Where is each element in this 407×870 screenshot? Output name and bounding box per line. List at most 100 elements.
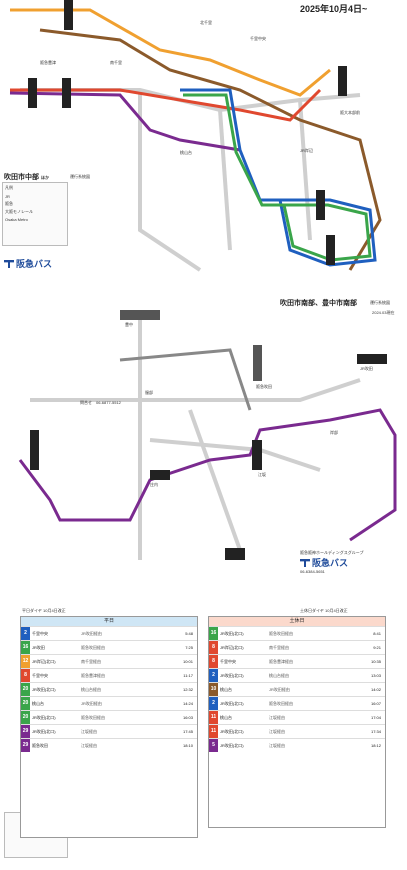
station-box [28,78,37,108]
route-note: 江坂経由 [81,743,97,748]
route-note: JR吹田経由 [81,631,102,636]
departure-time: 16:07 [370,701,381,706]
hankyu-logo-icon [300,559,310,567]
station-box [64,0,73,30]
station-box [225,548,245,560]
route-code-badge: 20 [21,683,30,696]
route-note: 阪急吹田経由 [269,631,293,636]
timetable-title: 土休日 [209,617,385,626]
station-label: 阪急吹田 [256,384,272,389]
station-box [326,235,335,265]
station-box [338,66,347,96]
departure-time: 12:32 [182,687,193,692]
route-code-badge: 11 [209,725,218,738]
hankyu-logo-icon [4,260,14,268]
station-box [252,440,262,470]
destination-label: JR吹田(北口) [220,729,244,734]
route-code-badge: 8 [209,641,218,654]
route-note: 桃山台経由 [81,687,101,692]
departure-time: 5:48 [185,631,193,636]
route-note: 阪急吹田経由 [81,715,105,720]
timetable-note-left: 平日ダイヤ 10月4日改正 [22,608,66,613]
route-note: 南千里経由 [81,659,101,664]
destination-label: JR吹田(北口) [32,715,56,720]
brand-block: 阪急阪神ホールディングスグループ 阪急バス 06-6384-5651 [300,550,363,574]
map-title-suffix: ほか [40,175,49,180]
route-code-badge: 8 [21,669,30,682]
station-label: 江坂 [258,472,266,477]
legend-item: 大阪モノレール [5,209,33,214]
legend-item: 阪急 [5,201,13,206]
station-box [30,430,39,470]
station-label: 豊中 [125,322,133,327]
station-label: 服部 [145,390,153,395]
station-box [150,470,170,480]
legend-item: JR [5,194,10,199]
station-box [62,78,71,108]
brand-subtitle: 阪急阪神ホールディングスグループ [300,550,364,555]
brand-logo: 阪急バス [300,556,363,569]
route-note: JR吹田経由 [269,687,290,692]
route-map-south: 吹田市南部、豊中市南部 運行系統図 2024.03現在 問合せ 06-6877-… [0,290,407,858]
map-subtitle: 運行系統図 [70,174,90,179]
map-subtitle: 運行系統図 [370,300,390,305]
date-label: 2025年10月4日~ [300,4,368,14]
destination-label: JR吹田 [32,645,45,650]
departure-time: 10:35 [370,659,381,664]
route-code-badge: 5 [209,739,218,752]
destination-label: JR吹田(北口) [32,729,56,734]
route-note: 桃山台経由 [269,673,289,678]
map-title: 吹田市中部 [4,174,39,181]
legend-item: Osaka Metro [5,217,28,222]
destination-label: 千里中央 [220,659,236,664]
route-note: 南千里経由 [269,645,289,650]
route-note: 江坂経由 [269,729,285,734]
route-code-badge: 20 [21,697,30,710]
route-map-north: 吹田市中部 ほか 運行系統図 凡例 JR 阪急 大阪モノレール Osaka Me… [0,0,407,295]
station-label: 岸部 [330,430,338,435]
route-code-badge: 12 [21,655,30,668]
route-code-badge: 2 [21,627,30,640]
departure-time: 8:41 [373,631,381,636]
destination-label: JR吹田(北口) [220,631,244,636]
map-date-note: 2024.03現在 [372,310,395,315]
road-network [30,310,361,560]
route-note: 阪急豊津経由 [81,673,105,678]
contact-phone: 06-6877-5512 [96,400,121,405]
departure-time: 10:01 [182,659,193,664]
brand-logo: 阪急バス [4,257,52,270]
map-title: 吹田市南部、豊中市南部 [280,300,357,307]
route-note: 江坂経由 [269,743,285,748]
station-label: JR岸辺 [300,148,313,153]
road-network [20,88,361,272]
route-code-badge: 10 [209,683,218,696]
brand-phone: 06-6384-5651 [300,569,325,574]
route-code-badge: 11 [209,711,218,724]
route-line-red [10,88,322,122]
destination-label: JR岸辺(北口) [220,645,244,650]
station-label: 千里中央 [250,36,266,41]
route-code-badge: 16 [209,627,218,640]
route-line-blue [180,88,377,267]
departure-time: 14:24 [182,701,193,706]
destination-label: 桃山台 [32,701,44,706]
route-code-badge: 2 [209,669,218,682]
route-code-badge: 2 [209,697,218,710]
destination-label: JR吹田(北口) [220,743,244,748]
station-label: 阪急豊津 [40,60,56,65]
departure-time: 17:04 [370,715,381,720]
station-label: 庄内 [150,482,158,487]
route-note: 阪急吹田経由 [81,645,105,650]
